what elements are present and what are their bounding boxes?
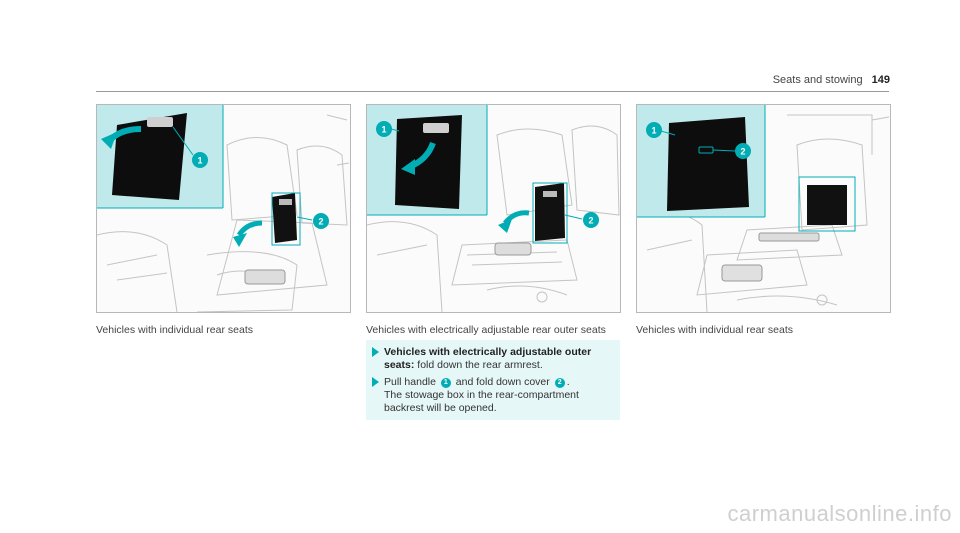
step-1-text: fold down the rear armrest. [414,359,543,371]
header-divider [96,91,889,92]
step-arrow-icon [372,377,379,387]
figure-3: 2 1 [636,104,891,313]
figure-3-label-1: 1 [651,126,656,136]
step-1-condition: Vehicles with electrically adjustable ou… [384,346,592,371]
step-2-line-3: backrest will be opened. [384,402,497,414]
step-arrow-icon [372,347,379,357]
figure-1: 2 1 [96,104,351,313]
figure-2-illustration: 2 1 [367,105,620,312]
figure-2-label-1: 1 [381,125,386,135]
instruction-box: Vehicles with electrically adjustable ou… [366,340,620,420]
figure-3-illustration: 2 1 [637,105,890,312]
watermark: carmanualsonline.info [727,501,952,526]
figure-1-label-1: 1 [197,156,202,166]
page-number: 149 [871,74,890,86]
instruction-step-2: Pull handle 1 and fold down cover 2. The… [372,376,614,415]
step-2-line-2: The stowage box in the rear-compartment [384,389,579,401]
figure-2: 2 1 [366,104,621,313]
page-header: Seats and stowing 149 [773,74,890,86]
figure-3-label-2: 2 [740,147,745,157]
step-2-text-c: . [566,376,570,388]
figure-1-label-2: 2 [318,217,323,227]
figure-1-illustration: 2 1 [97,105,350,312]
step-2-handle-number: 1 [440,378,451,388]
step-2-cover-number: 2 [554,378,565,388]
section-title: Seats and stowing [772,74,863,86]
step-2-text-a: Pull handle [384,376,439,388]
figure-2-label-2: 2 [588,216,593,226]
figure-1-caption: Vehicles with individual rear seats [96,324,253,336]
instruction-step-1: Vehicles with electrically adjustable ou… [372,346,609,372]
figure-2-caption: Vehicles with electrically adjustable re… [366,324,606,336]
figure-3-caption: Vehicles with individual rear seats [636,324,793,336]
step-2-text-b: and fold down cover [452,376,553,388]
